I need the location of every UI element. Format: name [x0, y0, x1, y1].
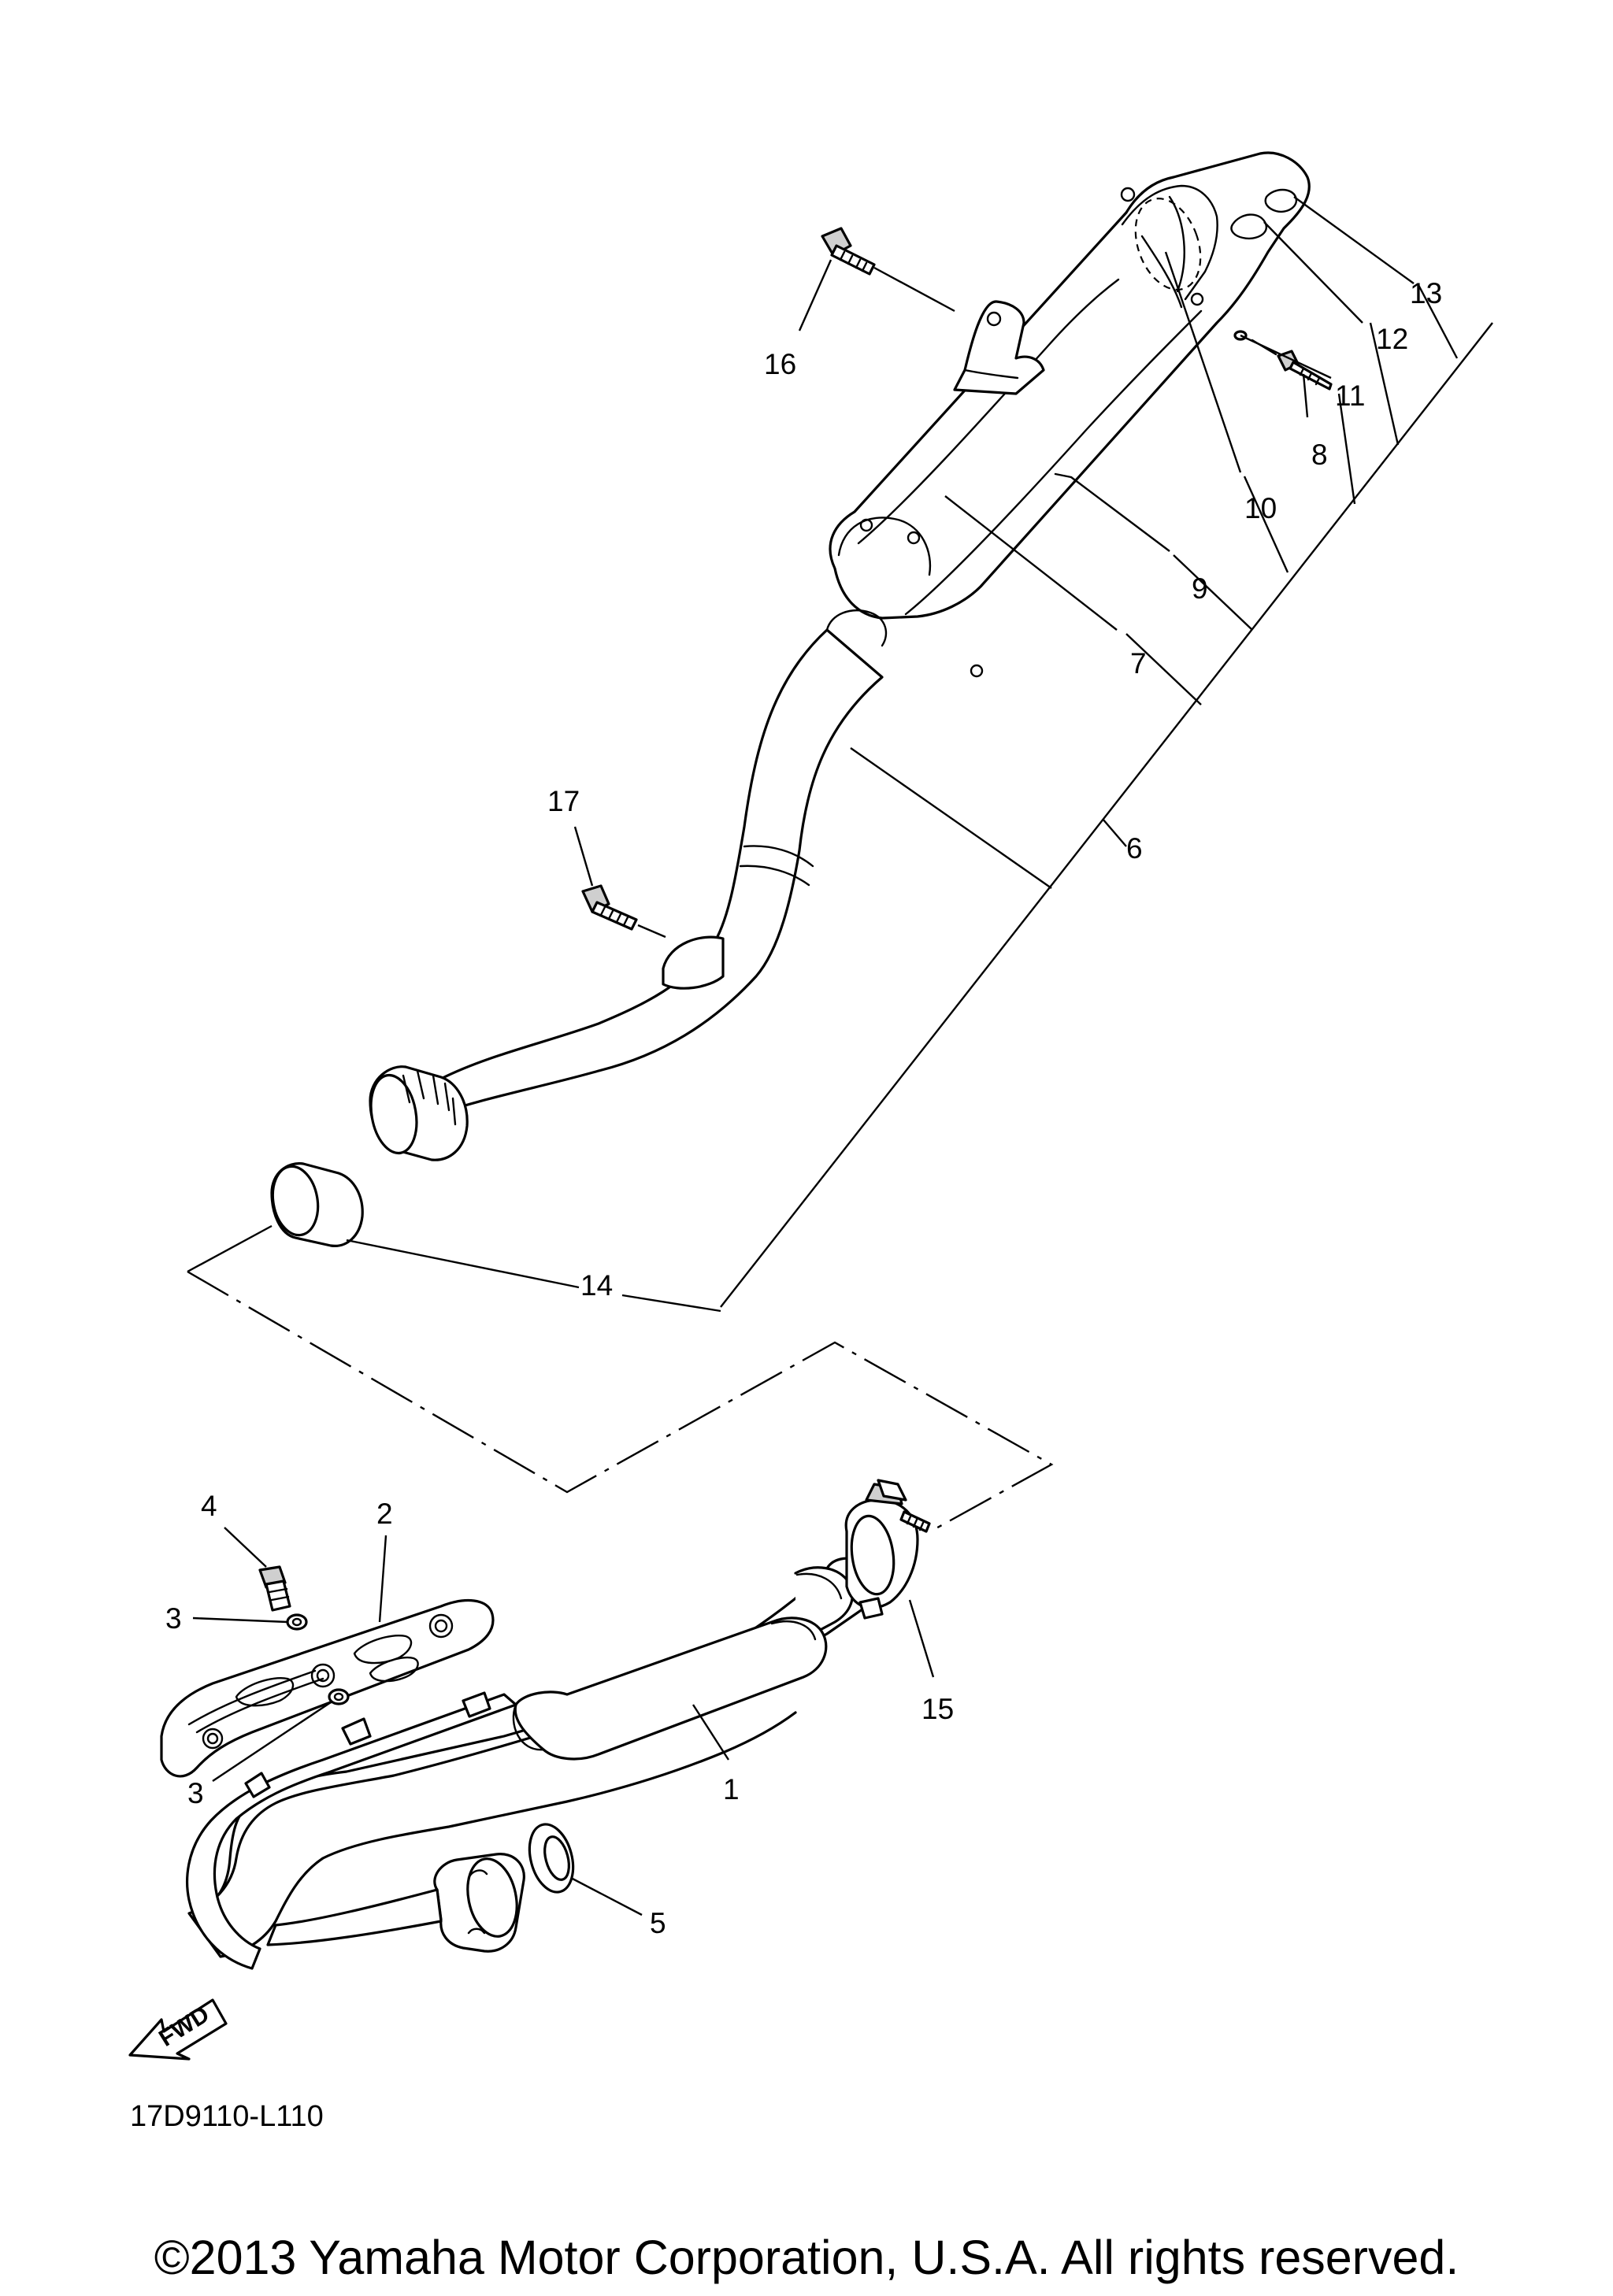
washer-3-lower [328, 1688, 350, 1705]
callout-16: 16 [764, 348, 796, 380]
callout-13: 13 [1410, 277, 1442, 309]
end-cap-hole [1134, 198, 1202, 291]
heat-protector-2 [160, 1598, 495, 1778]
link-pipe-bracket [662, 935, 725, 990]
callout-1: 1 [723, 1773, 740, 1805]
muffler-link-pipe [424, 628, 884, 1120]
tail-outlet-12 [1230, 213, 1267, 240]
muffler-mount-bracket [953, 300, 1045, 395]
muffler-lower-contour [904, 309, 1203, 616]
front-rivet-a [859, 518, 873, 532]
drawing-code: 17D9110-L110 [130, 2100, 324, 2133]
callout-11: 11 [1335, 380, 1365, 412]
muffler-assembly [424, 151, 1311, 1120]
callout-5: 5 [650, 1907, 666, 1939]
muffler-end-cap [1121, 184, 1218, 301]
front-rivet-b [907, 531, 921, 545]
callout-15: 15 [921, 1693, 954, 1725]
callout-17: 17 [547, 785, 580, 817]
joint-assembly-14 [270, 1065, 469, 1247]
part-10-line [1140, 235, 1183, 309]
callout-6: 6 [1126, 832, 1143, 865]
bolt-16 [821, 227, 876, 276]
bracket-flange [963, 368, 1019, 380]
exhaust-header-1 [186, 1557, 884, 1970]
callout-labels: 16 13 12 11 8 10 9 7 6 17 14 4 2 3 3 1 1… [165, 277, 1442, 1939]
front-rivet-c [970, 664, 984, 678]
washer-3-upper [286, 1613, 308, 1631]
muffler-body [829, 151, 1311, 620]
muffler-inlet-collar [825, 609, 888, 647]
callout-9: 9 [1192, 572, 1208, 605]
clamp-15 [844, 1479, 931, 1620]
part-9-screen-line [1054, 472, 1073, 479]
callout-12: 12 [1376, 323, 1408, 355]
muffler-inlet-cone [837, 517, 932, 576]
callout-2: 2 [376, 1498, 393, 1530]
callout-8: 8 [1311, 439, 1328, 471]
bolt-4 [258, 1565, 291, 1612]
bolt-17 [581, 884, 638, 931]
copyright-notice: ©2013 Yamaha Motor Corporation, U.S.A. A… [154, 2231, 1459, 2284]
gasket-5 [528, 1823, 575, 1894]
tail-outlet-13 [1264, 188, 1298, 213]
callout-4: 4 [201, 1490, 217, 1522]
callout-3-upper: 3 [165, 1602, 182, 1635]
leader-lines [187, 196, 1493, 1916]
callout-14: 14 [580, 1269, 613, 1302]
callout-7: 7 [1130, 647, 1147, 680]
fwd-arrow: FWD [128, 1998, 228, 2061]
callout-3-lower: 3 [187, 1777, 204, 1809]
callout-10: 10 [1244, 492, 1277, 524]
end-cap-rivet-b [1190, 292, 1204, 306]
link-pipe-band [739, 845, 814, 887]
end-cap-inner [1168, 195, 1185, 293]
bracket-hole [986, 311, 1002, 327]
end-cap-rivet-a [1120, 187, 1136, 202]
